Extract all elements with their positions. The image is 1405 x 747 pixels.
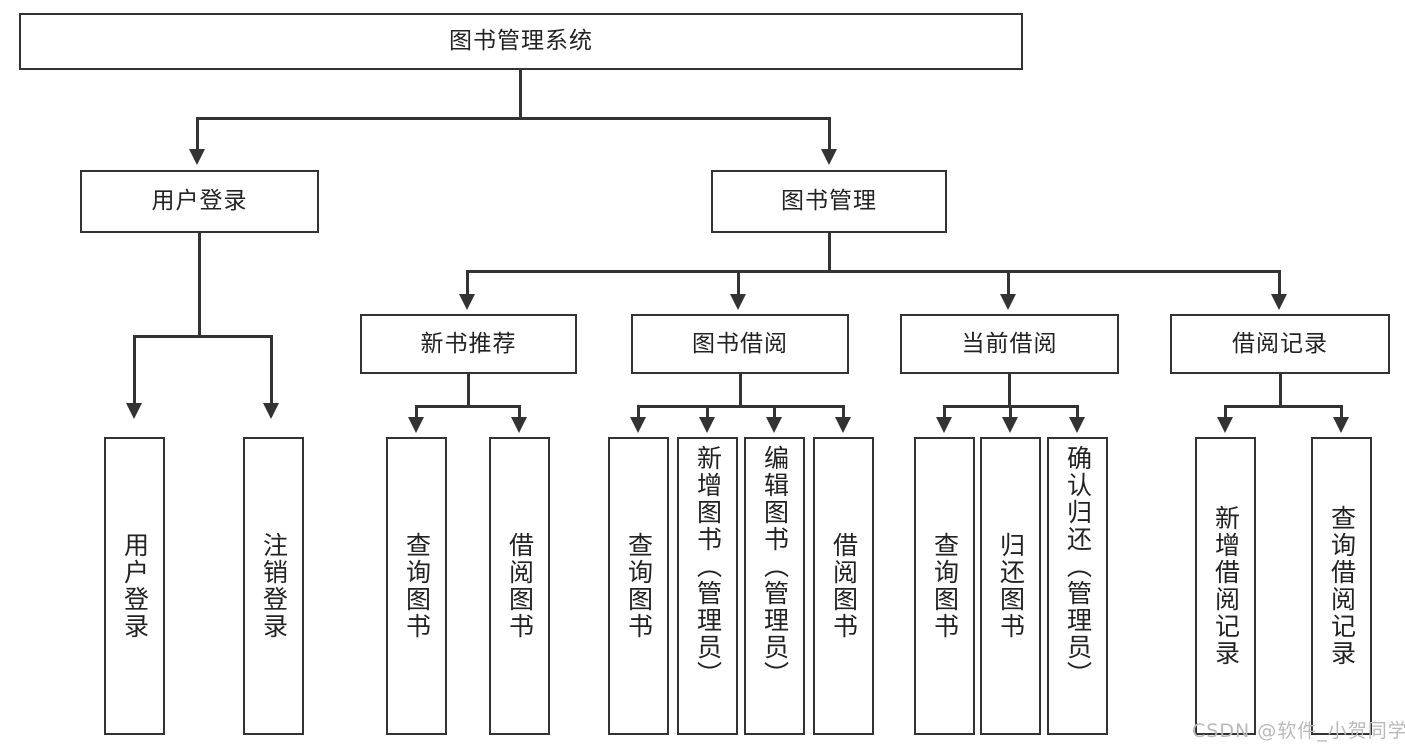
leaf-user-login[interactable]: 用户登录 [104,437,165,735]
leaf-label: 新增图书（管理员） [693,445,723,688]
leaf-label: 新增借阅记录 [1211,505,1241,667]
leaf-label: 确认归还（管理员） [1063,445,1093,688]
arrow-cb-leaf-1 [936,417,952,433]
arrow-bb-leaf-2 [699,417,715,433]
connector-user-login-bar [133,335,271,338]
leaf-logout[interactable]: 注销登录 [243,437,304,735]
arrow-bm-to-current-borrow [1000,294,1016,310]
arrow-cb-leaf-3 [1069,417,1085,433]
leaf-label: 查询借阅记录 [1327,505,1357,667]
arrow-root-to-book-management [821,149,837,165]
arrow-root-to-user-login [189,149,205,165]
leaf-query-borrow-record[interactable]: 查询借阅记录 [1311,437,1372,735]
connector-bm-drop-book-borrow [737,270,740,296]
node-label: 当前借阅 [961,330,1058,357]
connector-root-bar [196,117,830,120]
node-label: 图书管理系统 [449,28,593,55]
leaf-borrow-book-recommend[interactable]: 借阅图书 [489,437,550,735]
node-new-book-recommend[interactable]: 新书推荐 [360,314,577,374]
connector-bm-drop-current-borrow [1007,270,1010,296]
connector-bb-drop-1 [637,405,640,419]
leaf-label: 借阅图书 [829,532,859,640]
leaf-query-book-recommend[interactable]: 查询图书 [386,437,447,735]
connector-cb-drop-3 [1076,405,1079,419]
leaf-label: 查询图书 [930,532,960,640]
connector-root-stem [519,70,522,117]
connector-nbr-bar [415,405,520,408]
arrow-cb-leaf-2 [1002,417,1018,433]
connector-nbr-drop-2 [518,405,521,419]
leaf-label: 注销登录 [259,532,289,640]
connector-br-bar [1224,405,1342,408]
arrow-user-login-leaf-1 [126,403,142,419]
leaf-label: 编辑图书（管理员） [760,445,790,688]
leaf-label: 查询图书 [624,532,654,640]
connector-nbr-stem [467,374,470,405]
leaf-label: 归还图书 [996,532,1026,640]
connector-bb-bar [637,405,845,408]
connector-user-login-stem [198,233,201,335]
connector-bb-drop-4 [842,405,845,419]
leaf-confirm-return[interactable]: 确认归还（管理员） [1047,437,1108,735]
node-book-borrow[interactable]: 图书借阅 [631,314,849,374]
connector-cb-stem [1008,374,1011,405]
csdn-watermark: CSDN @软件_小贺同学 [1192,720,1405,742]
arrow-br-leaf-1 [1217,417,1233,433]
leaf-label: 借阅图书 [505,532,535,640]
leaf-label: 用户登录 [120,532,150,640]
connector-br-drop-2 [1340,405,1343,419]
connector-cb-drop-1 [943,405,946,419]
leaf-label: 查询图书 [402,532,432,640]
leaf-borrow-book[interactable]: 借阅图书 [813,437,874,735]
node-label: 图书管理 [781,188,877,215]
leaf-add-book[interactable]: 新增图书（管理员） [677,437,738,735]
connector-bb-stem [739,374,742,405]
connector-book-management-bar [466,270,1280,273]
arrow-br-leaf-2 [1333,417,1349,433]
node-root-system[interactable]: 图书管理系统 [19,13,1023,70]
arrow-nbr-leaf-2 [511,417,527,433]
connector-bm-drop-new-book [466,270,469,296]
node-label: 用户登录 [151,188,248,215]
connector-user-login-drop-1 [133,335,136,405]
node-label: 借阅记录 [1232,330,1328,357]
leaf-query-book-current[interactable]: 查询图书 [914,437,975,735]
leaf-query-book-borrow[interactable]: 查询图书 [608,437,669,735]
arrow-bm-to-borrow-record [1271,294,1287,310]
arrow-bb-leaf-1 [630,417,646,433]
leaf-edit-book[interactable]: 编辑图书（管理员） [744,437,805,735]
arrow-user-login-leaf-2 [263,403,279,419]
connector-book-management-stem [828,233,831,270]
leaf-add-borrow-record[interactable]: 新增借阅记录 [1195,437,1256,735]
leaf-return-book[interactable]: 归还图书 [980,437,1041,735]
connector-br-stem [1279,374,1282,405]
node-user-login[interactable]: 用户登录 [80,170,319,233]
connector-root-to-user-login [196,117,199,151]
node-label: 图书借阅 [692,330,788,357]
node-label: 新书推荐 [420,330,517,357]
arrow-bb-leaf-4 [835,417,851,433]
connector-user-login-drop-2 [270,335,273,405]
arrow-bm-to-new-book-recommend [459,294,475,310]
connector-bb-drop-2 [706,405,709,419]
connector-nbr-drop-1 [415,405,418,419]
connector-cb-drop-2 [1009,405,1012,419]
connector-br-drop-1 [1224,405,1227,419]
arrow-bb-leaf-3 [766,417,782,433]
arrow-bm-to-book-borrow [730,294,746,310]
node-borrow-record[interactable]: 借阅记录 [1170,314,1390,374]
node-current-borrow[interactable]: 当前借阅 [900,314,1119,374]
connector-root-to-book-management [828,117,831,151]
connector-bb-drop-3 [773,405,776,419]
node-book-management[interactable]: 图书管理 [711,170,947,233]
connector-bm-drop-borrow-record [1278,270,1281,296]
arrow-nbr-leaf-1 [408,417,424,433]
